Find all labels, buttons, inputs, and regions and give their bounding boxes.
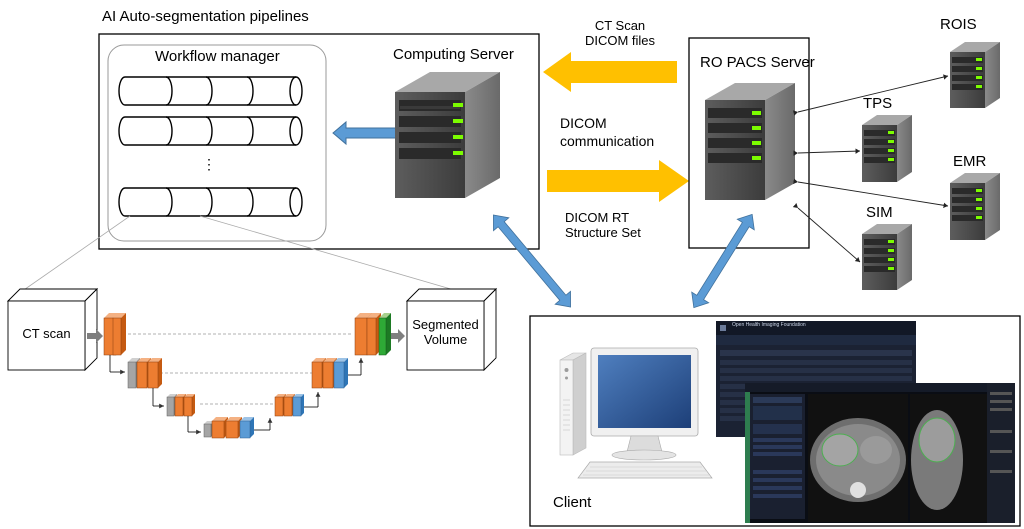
unet-diagram [6, 287, 498, 439]
pacs-sim-link [792, 203, 861, 263]
dicom-communication-label: DICOM communication [560, 114, 654, 150]
pacs-server-icon [705, 83, 795, 200]
zoom-line-left [7, 215, 131, 302]
rt-struct-label: DICOM RT Structure Set [565, 210, 641, 241]
rois-server-icon [950, 42, 1000, 108]
pacs-label: RO PACS Server [700, 54, 815, 71]
ct-scan-box-label: CT scan [22, 326, 71, 341]
pacs-rois-link [792, 74, 949, 116]
dicom-comm-line1: DICOM [560, 115, 607, 131]
computing-server-label: Computing Server [393, 46, 514, 63]
workflow-pipe-3 [118, 187, 303, 217]
workflow-pipe-1 [118, 76, 303, 106]
rois-label: ROIS [940, 16, 977, 33]
desktop-computer-icon [559, 347, 713, 479]
pacs-emr-link [793, 178, 949, 208]
emr-label: EMR [953, 153, 987, 170]
pacs-client-arrow [691, 213, 755, 309]
tps-server-icon [862, 115, 912, 182]
server-icon [395, 72, 500, 198]
emr-server-icon [950, 173, 1000, 240]
tps-label: TPS [863, 95, 893, 112]
server-client-arrow [493, 214, 571, 308]
ct-dicom-label: CT Scan DICOM files [574, 18, 666, 49]
client-label: Client [553, 494, 592, 511]
sim-label: SIM [866, 204, 893, 221]
viewer-header-title: Open Health Imaging Foundation [732, 322, 806, 328]
ct-dicom-label-line1: CT Scan [594, 18, 646, 33]
diagram-title: AI Auto-segmentation pipelines [102, 8, 309, 25]
dicom-comm-line2: communication [560, 133, 655, 150]
workflow-manager-label: Workflow manager [155, 48, 280, 65]
pacs-tps-link [793, 148, 861, 156]
rt-struct-arrow [547, 160, 689, 202]
ct-dicom-label-line2: DICOM files [584, 32, 656, 48]
rt-struct-line2: Structure Set [565, 224, 641, 240]
ct-dicom-arrow [543, 52, 677, 92]
segmented-line2: Volume [423, 331, 468, 347]
workflow-ellipsis: ⋮ [202, 156, 216, 172]
segmented-volume-label: Segmented Volume [407, 317, 484, 348]
workflow-pipe-2 [118, 116, 303, 146]
rt-struct-line1: DICOM RT [565, 210, 630, 225]
sim-server-icon [862, 224, 912, 290]
viewer-screenshot [716, 321, 1015, 523]
segmented-line1: Segmented [412, 317, 479, 332]
zoom-line-right [199, 215, 493, 302]
